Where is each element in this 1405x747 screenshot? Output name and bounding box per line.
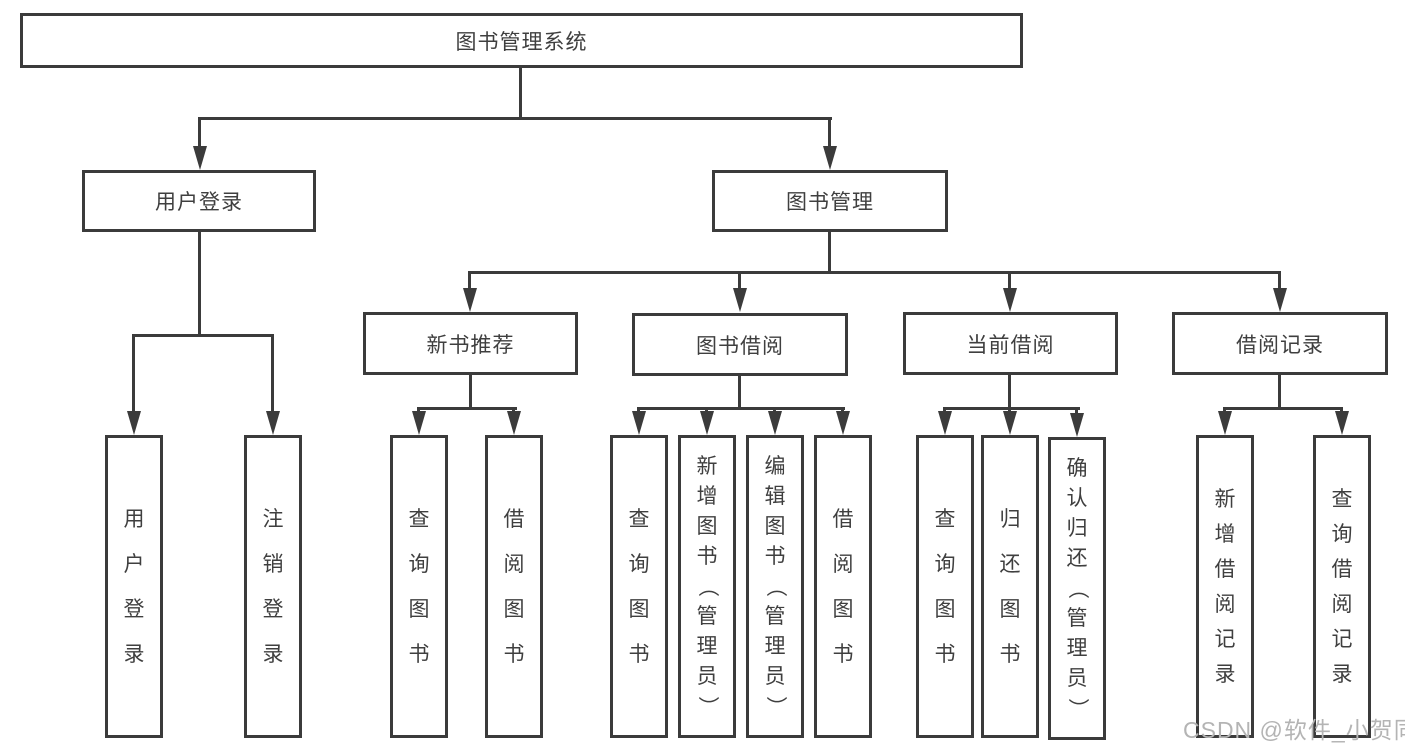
node-book-borrowing: 图书借阅 [632,313,848,376]
node-leaf-query-books-borrow: 查询图书 [610,435,668,738]
connector-drop-leaf-login [132,334,135,413]
arrow-to-leaf [507,411,521,435]
connector-drop [1075,407,1078,415]
arrow-to-book-borrow [733,288,747,312]
node-new-book-recommendation: 新书推荐 [363,312,578,375]
arrow-to-leaf [412,411,426,435]
connector-drop-user-login [198,117,201,150]
node-leaf-borrow-books-rec: 借阅图书 [485,435,543,738]
node-leaf-borrow-books: 借阅图书 [814,435,872,738]
arrow-to-leaf [632,411,646,435]
node-leaf-add-book-admin: 新增图书（管理员） [678,435,736,738]
connector-drop-leaf-logout [271,334,274,413]
connector-borrow-record-stem [1278,373,1281,410]
arrow-to-leaf [1070,413,1084,437]
node-leaf-confirm-return-admin: 确认归还（管理员） [1048,437,1106,740]
arrow-to-current-borrow [1003,288,1017,312]
node-leaf-edit-book-admin: 编辑图书（管理员） [746,435,804,738]
connector-book-borrow-rail [637,407,845,410]
connector-root-stem [519,66,522,119]
connector-book-borrow-stem [738,374,741,410]
connector-book-mgmt-rail [468,271,1281,274]
node-leaf-logout: 注销登录 [244,435,302,738]
node-leaf-add-borrow-record: 新增借阅记录 [1196,435,1254,738]
connector-current-borrow-rail [943,407,1080,410]
node-leaf-user-login: 用户登录 [105,435,163,738]
node-leaf-query-borrow-record: 查询借阅记录 [1313,435,1371,738]
connector-user-login-rail [132,334,274,337]
node-leaf-return-books: 归还图书 [981,435,1039,738]
arrow-to-leaf-logout [266,411,280,435]
watermark: CSDN @软件_小贺同学 [1183,717,1405,743]
connector-current-borrow-stem [1008,373,1011,410]
arrow-to-leaf [836,411,850,435]
arrow-to-leaf [1218,411,1232,435]
node-library-management-system: 图书管理系统 [20,13,1023,68]
connector-new-book-stem [469,373,472,410]
node-user-login: 用户登录 [82,170,316,232]
node-leaf-query-books-rec: 查询图书 [390,435,448,738]
node-leaf-query-books-current: 查询图书 [916,435,974,738]
arrow-to-leaf-login [127,411,141,435]
arrow-to-leaf [1003,411,1017,435]
arrow-to-leaf [768,411,782,435]
connector-drop-book-mgmt [828,117,831,150]
arrow-to-leaf [938,411,952,435]
connector-user-login-stem [198,230,201,337]
node-borrowing-records: 借阅记录 [1172,312,1388,375]
connector-drop-borrow-record [1278,271,1281,290]
node-book-management: 图书管理 [712,170,948,232]
arrow-to-new-book-rec [463,288,477,312]
connector-drop-current-borrow [1008,271,1011,290]
connector-new-book-rail [417,407,517,410]
connector-drop-new-book-rec [468,271,471,290]
node-current-borrowing: 当前借阅 [903,312,1118,375]
arrow-to-leaf [700,411,714,435]
arrow-to-user-login [193,146,207,170]
arrow-to-borrow-record [1273,288,1287,312]
connector-drop-book-borrow [738,271,741,290]
connector-root-rail [198,117,832,120]
arrow-to-book-mgmt [823,146,837,170]
arrow-to-leaf [1335,411,1349,435]
connector-book-mgmt-stem [828,230,831,274]
connector-borrow-record-rail [1223,407,1343,410]
